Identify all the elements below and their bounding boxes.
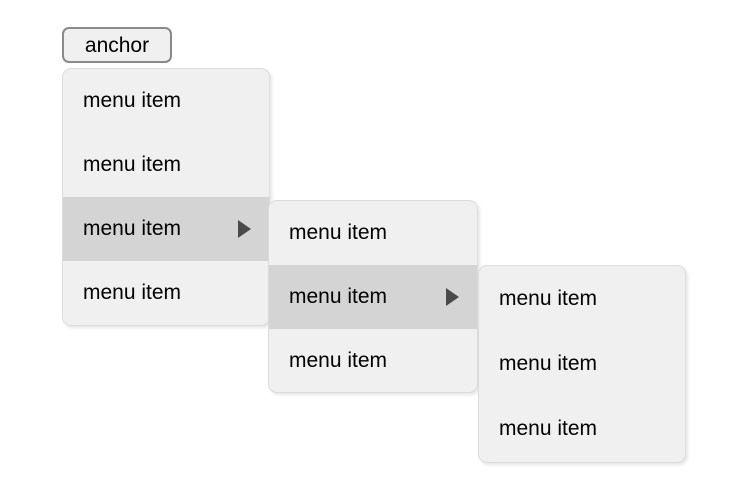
menu-item-label: menu item	[83, 153, 182, 176]
menu-item-3-2[interactable]: menu item	[479, 331, 685, 396]
menu-item-label: menu item	[499, 416, 598, 440]
menu-item-3-3[interactable]: menu item	[479, 396, 685, 461]
submenu-arrow-icon	[238, 220, 251, 238]
menu-item-label: menu item	[83, 217, 182, 240]
menu-item-label: menu item	[289, 349, 388, 372]
menu-item-1-4[interactable]: menu item	[63, 261, 269, 325]
menu-item-2-3[interactable]: menu item	[269, 329, 477, 392]
menu-item-2-1[interactable]: menu item	[269, 201, 477, 265]
menu-item-label: menu item	[83, 281, 182, 304]
menu-panel-level-3: menu item menu item menu item	[478, 265, 686, 463]
menu-panel-level-2: menu item menu item menu item	[268, 200, 478, 393]
menu-item-1-1[interactable]: menu item	[63, 69, 269, 133]
menu-item-1-2[interactable]: menu item	[63, 133, 269, 197]
menu-item-label: menu item	[499, 351, 598, 375]
anchor-button[interactable]: anchor	[62, 27, 172, 63]
submenu-arrow-icon	[446, 288, 459, 306]
menu-item-label: menu item	[83, 89, 182, 112]
menu-item-2-2[interactable]: menu item	[269, 265, 477, 329]
menu-item-3-1[interactable]: menu item	[479, 266, 685, 331]
menu-item-label: menu item	[289, 285, 388, 308]
menu-panel-level-1: menu item menu item menu item menu item	[62, 68, 270, 326]
anchor-button-label: anchor	[84, 33, 150, 57]
menu-item-label: menu item	[499, 286, 598, 310]
menu-item-1-3[interactable]: menu item	[63, 197, 269, 261]
menu-item-label: menu item	[289, 221, 388, 244]
